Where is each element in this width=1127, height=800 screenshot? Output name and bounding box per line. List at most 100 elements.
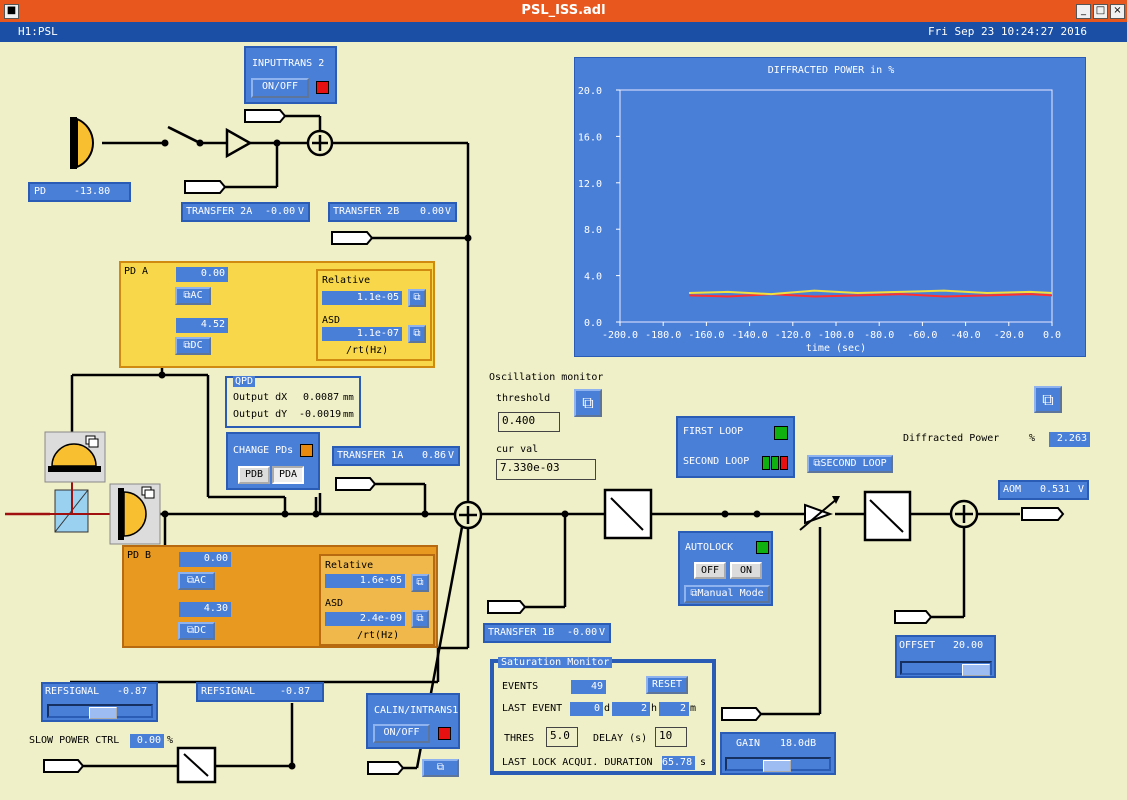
chart-y-tick-label: 8.0	[584, 225, 602, 236]
pdA-ac-button[interactable]: ⧉AC	[175, 287, 211, 305]
inputtrans2-onoff-button[interactable]: ON/OFF	[251, 78, 309, 98]
pdA-relative-value: 1.1e-05	[322, 291, 402, 305]
thres-input[interactable]: 5.0	[546, 727, 578, 747]
pdA-dc-button[interactable]: ⧉DC	[175, 337, 211, 355]
diffracted-related-display-button[interactable]: ⧉	[1034, 386, 1062, 413]
maximize-icon[interactable]: □	[1093, 4, 1108, 19]
refsignal1-slider[interactable]	[47, 704, 153, 719]
transfer1a-readback: TRANSFER 1A 0.86 V	[332, 446, 460, 466]
transfer1a-label: TRANSFER 1A	[337, 450, 404, 461]
duration-value: 65.78	[662, 756, 695, 770]
delay-input[interactable]: 10	[655, 727, 687, 747]
photodiode-icon	[76, 117, 94, 169]
close-icon[interactable]: ×	[1110, 4, 1125, 19]
diffracted-power-label: Diffracted Power	[903, 433, 1000, 444]
autolock-on-button[interactable]: ON	[730, 562, 762, 579]
refsignal2-label: REFSIGNAL	[201, 686, 256, 697]
thres-label: THRES	[504, 733, 535, 744]
slowpower-input[interactable]: 0.00	[130, 734, 164, 748]
pdB-panel: PD B 0.00 ⧉AC 4.30 ⧉DC Relative 1.6e-05 …	[122, 545, 438, 648]
calin-title: CALIN/INTRANS1	[374, 705, 459, 716]
pdA-title: PD A	[124, 266, 149, 277]
pdB-asd-value: 2.4e-09	[325, 612, 405, 626]
offset-slider-knob[interactable]	[962, 664, 990, 676]
last-event-minutes: 2	[659, 702, 689, 716]
first-loop-label: FIRST LOOP	[683, 426, 744, 437]
inputtrans2-title: INPUTTRANS 2	[252, 58, 325, 69]
chart-svg: DIFFRACTED POWER in %time (sec)20.016.01…	[578, 65, 1061, 354]
second-loop-indicator-1	[762, 456, 770, 470]
minimize-icon[interactable]: _	[1076, 4, 1091, 19]
pdA-relative-related-button[interactable]: ⧉	[408, 289, 426, 307]
transfer2a-value: -0.00	[265, 206, 296, 217]
reset-button[interactable]: RESET	[646, 676, 688, 694]
manual-mode-button[interactable]: ⧉Manual Mode	[684, 585, 770, 603]
chart-x-tick-label: -180.0	[645, 330, 681, 341]
aom-label: AOM	[1003, 484, 1022, 495]
pdA-dc-value: 4.52	[176, 318, 228, 333]
transfer2b-readback: TRANSFER 2B 0.00 V	[328, 202, 457, 222]
pdA-asd-related-button[interactable]: ⧉	[408, 325, 426, 343]
changepd-pda-button[interactable]: PDA	[272, 466, 304, 484]
transfer1b-readback: TRANSFER 1B -0.00 V	[483, 623, 611, 643]
osc-related-display-button[interactable]: ⧉	[574, 389, 602, 417]
offset-slider[interactable]	[900, 661, 992, 676]
chart-x-tick-label: -20.0	[994, 330, 1024, 341]
offset-control: OFFSET 20.00	[895, 635, 996, 678]
refsignal1-slider-knob[interactable]	[89, 707, 117, 719]
chart-title: DIFFRACTED POWER in %	[768, 65, 894, 76]
chart-plot-area	[619, 89, 1053, 323]
transfer1b-value: -0.00	[567, 627, 598, 638]
diffracted-power-value: 2.263	[1049, 432, 1090, 447]
related-display-icon: ⧉	[183, 340, 191, 351]
loops-panel: FIRST LOOP SECOND LOOP	[676, 416, 795, 478]
changepd-pdb-button[interactable]: PDB	[238, 466, 270, 484]
status-bar: H1:PSL Fri Sep 23 10:24:27 2016	[0, 22, 1127, 42]
pdB-relative-label: Relative	[325, 560, 374, 571]
pdB-relative-value: 1.6e-05	[325, 574, 405, 588]
related-display-icon: ⧉	[813, 458, 821, 469]
transfer2b-label: TRANSFER 2B	[333, 206, 400, 217]
related-display-icon: ⧉	[416, 613, 424, 624]
pd-value: -13.80	[74, 186, 111, 197]
second-loop-related-button[interactable]: ⧉SECOND LOOP	[807, 455, 893, 473]
gain-slider-knob[interactable]	[763, 760, 791, 772]
calin-panel: CALIN/INTRANS1 ON/OFF	[366, 693, 460, 749]
autolock-off-button[interactable]: OFF	[694, 562, 726, 579]
amplifier-icon	[225, 127, 253, 159]
transfer1b-unit: V	[599, 627, 606, 638]
pdB-ac-value: 0.00	[179, 552, 231, 567]
ifo-label: H1:PSL	[18, 25, 58, 38]
second-loop-indicator-2	[771, 456, 779, 470]
duration-unit: s	[700, 757, 707, 768]
gain-slider[interactable]	[725, 757, 831, 772]
pdB-relative-related-button[interactable]: ⧉	[411, 574, 429, 592]
pdB-ac-button[interactable]: ⧉AC	[178, 572, 215, 590]
osc-threshold-input[interactable]: 0.400	[498, 412, 560, 432]
transfer2a-unit: V	[298, 206, 305, 217]
chart-x-tick-label: -60.0	[907, 330, 937, 341]
qpd-dy-unit: mm	[343, 410, 354, 420]
datetime: Fri Sep 23 10:24:27 2016	[928, 25, 1087, 38]
chart-y-tick-label: 4.0	[584, 272, 602, 283]
chart-y-tick-label: 20.0	[578, 86, 602, 97]
inputtrans2-panel: INPUTTRANS 2 ON/OFF	[244, 46, 337, 104]
aom-readback: AOM 0.531 V	[998, 480, 1089, 500]
chart-x-tick-label: -140.0	[732, 330, 768, 341]
last-event-days-unit: d	[604, 703, 611, 714]
qpd-title: QPD	[233, 376, 256, 387]
calin-related-display-button[interactable]: ⧉	[422, 759, 459, 777]
qpd-dy-value: -0.0019	[299, 409, 342, 420]
pdB-dc-button[interactable]: ⧉DC	[178, 622, 215, 640]
diffracted-power-unit: %	[1029, 433, 1036, 444]
transfer1a-value: 0.86	[422, 450, 447, 461]
chart-x-tick-label: -200.0	[602, 330, 638, 341]
chart-y-tick-label: 16.0	[578, 132, 602, 143]
calin-onoff-button[interactable]: ON/OFF	[373, 724, 430, 743]
pdA-noise-box: Relative 1.1e-05 ⧉ ASD 1.1e-07 ⧉ /rt(Hz)	[316, 269, 432, 361]
window-menu-icon[interactable]: ■	[4, 4, 19, 19]
related-display-icon: ⧉	[186, 625, 195, 636]
chart-x-tick-label: 0.0	[1043, 330, 1061, 341]
related-display-icon: ⧉	[582, 393, 594, 412]
pdB-asd-related-button[interactable]: ⧉	[411, 610, 429, 628]
